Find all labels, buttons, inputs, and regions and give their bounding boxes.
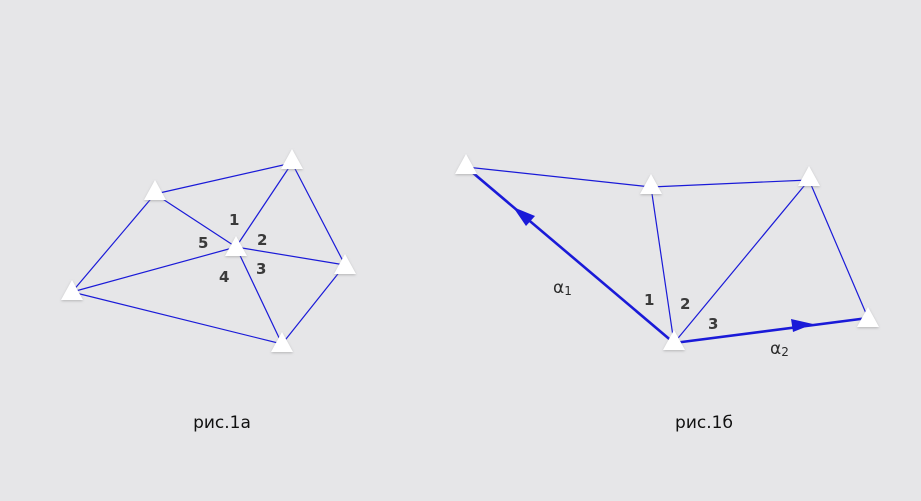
- line-b-left-mid: [465, 166, 652, 188]
- alpha2-subscript: 2: [781, 345, 789, 359]
- line-a-tr-center: [235, 162, 293, 248]
- line-b-right-bottom: [673, 179, 810, 344]
- line-a-center-right: [235, 246, 346, 266]
- figure-b-stations: [455, 154, 879, 350]
- vector-alpha1-line: [465, 166, 675, 344]
- line-b-mid-bottom: [650, 186, 675, 344]
- triangle-station-icon: [61, 280, 83, 300]
- triangle-station-icon: [144, 180, 166, 200]
- line-b-mid-right: [650, 179, 810, 188]
- figure-a-stations: [61, 149, 356, 352]
- angle-label-2: 2: [257, 231, 267, 249]
- figure-b-network-lines: [465, 166, 869, 344]
- alpha1-symbol: α: [553, 278, 564, 298]
- figure-b-angle-labels: 1 2 3: [644, 291, 718, 333]
- alpha1-label: α1: [553, 278, 572, 298]
- arrow-icon: [791, 319, 813, 332]
- angle-label-3: 3: [708, 315, 718, 333]
- line-a-right-bottom: [281, 264, 346, 345]
- alpha1-subscript: 1: [564, 284, 572, 298]
- line-a-tl-left: [71, 193, 156, 293]
- figure-a: 1 2 3 4 5 рис.1а: [61, 149, 356, 433]
- angle-label-4: 4: [219, 268, 229, 286]
- angle-label-5: 5: [198, 234, 208, 252]
- alpha2-symbol: α: [770, 339, 781, 359]
- vector-alpha2-line: [673, 316, 869, 345]
- triangle-station-icon: [334, 254, 356, 274]
- triangle-station-icon: [281, 149, 303, 169]
- figure-a-network-lines: [71, 162, 346, 345]
- angle-label-3: 3: [256, 260, 266, 278]
- line-a-tr-right: [291, 162, 346, 266]
- triangle-station-icon: [640, 174, 662, 194]
- alpha2-label: α2: [770, 339, 789, 359]
- line-a-tl-center: [154, 193, 237, 248]
- triangle-station-icon: [271, 332, 293, 352]
- line-a-tl-tr: [154, 162, 293, 195]
- figure-b-direction-vectors: [465, 166, 869, 345]
- triangle-station-icon: [663, 330, 685, 350]
- line-a-center-left: [71, 246, 237, 293]
- angle-label-1: 1: [229, 211, 239, 229]
- triangle-station-icon: [455, 154, 477, 174]
- figure-a-caption: рис.1а: [193, 413, 251, 433]
- angle-label-1: 1: [644, 291, 654, 309]
- line-b-right-farright: [808, 179, 869, 319]
- figure-b-caption: рис.1б: [675, 413, 733, 433]
- line-a-left-bottom: [71, 291, 283, 345]
- line-a-center-bottom: [235, 246, 283, 345]
- triangle-station-icon: [798, 166, 820, 186]
- triangle-station-icon: [225, 236, 247, 256]
- figure-b: 1 2 3 α1 α2 рис.1б: [455, 154, 879, 433]
- figure-a-angle-labels: 1 2 3 4 5: [198, 211, 267, 286]
- arrow-icon: [513, 207, 535, 226]
- angle-label-2: 2: [680, 295, 690, 313]
- triangle-station-icon: [857, 307, 879, 327]
